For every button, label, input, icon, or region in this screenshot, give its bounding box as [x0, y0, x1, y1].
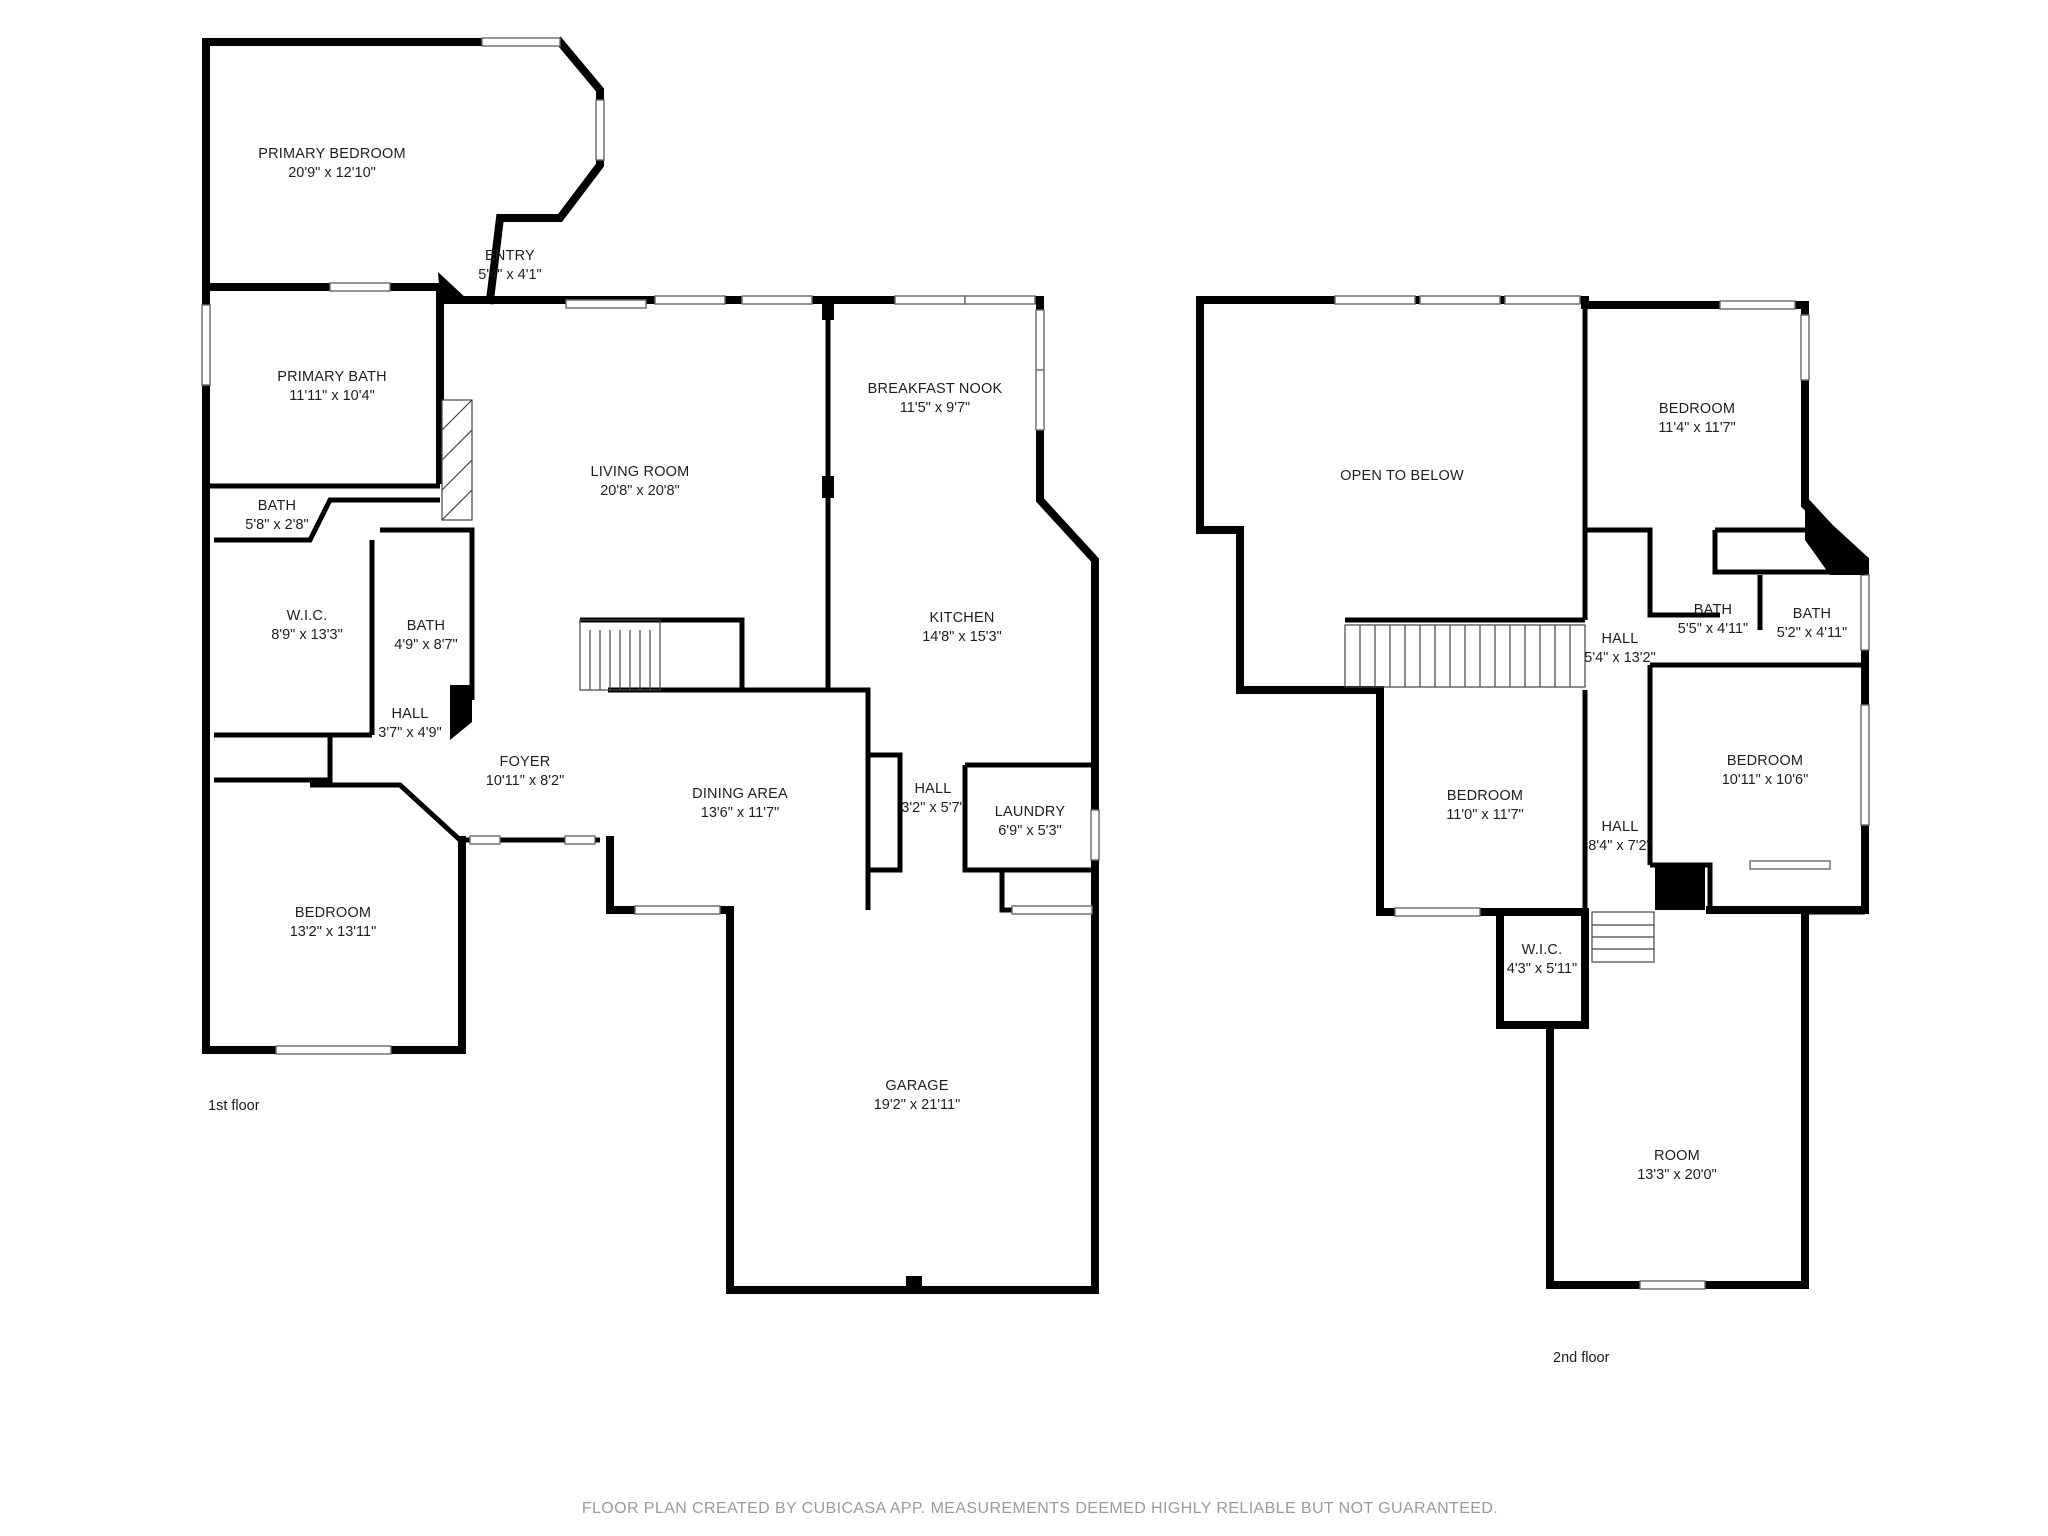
room-dims-bedroom: 13'2" x 13'11"	[290, 924, 377, 940]
room-name-open-to-below: OPEN TO BELOW	[1340, 468, 1464, 484]
room-name-bath: BATH	[407, 618, 445, 634]
first-floor-stairs	[579, 619, 661, 691]
room-dims-bath-b: 5'2" x 4'11"	[1777, 625, 1847, 641]
room-name-living-room: LIVING ROOM	[591, 464, 690, 480]
room-name-laundry: LAUNDRY	[995, 804, 1066, 820]
room-dims-primary-bath: 11'11" x 10'4"	[289, 388, 374, 404]
second-floor-posts	[1655, 495, 1865, 910]
first-floor-windows	[201, 37, 1100, 1055]
room-dims-bath: 4'9" x 8'7"	[394, 637, 457, 653]
room-name-hall-b: HALL	[914, 781, 951, 797]
first-floor-posts	[438, 272, 922, 1290]
room-name-dining-area: DINING AREA	[692, 786, 788, 802]
room-name-hall-b: HALL	[1601, 819, 1638, 835]
room-dims-room: 13'3" x 20'0"	[1637, 1167, 1717, 1183]
room-dims-wic: 8'9" x 13'3"	[271, 627, 342, 643]
room-dims-kitchen: 14'8" x 15'3"	[922, 629, 1002, 645]
fireplace	[441, 399, 473, 521]
room-dims-bedroom-b: 11'0" x 11'7"	[1446, 807, 1523, 823]
room-name-bedroom-b: BEDROOM	[1447, 788, 1523, 804]
room-dims-bedroom-a: 11'4" x 11'7"	[1658, 420, 1735, 436]
room-dims-entry: 5'4" x 4'1"	[478, 267, 541, 283]
room-dims-hall-b: 8'4" x 7'2"	[1588, 838, 1651, 854]
room-name-kitchen: KITCHEN	[929, 610, 994, 626]
disclaimer-footer: FLOOR PLAN CREATED BY CUBICASA APP. MEAS…	[582, 1500, 1498, 1517]
room-name-bath-b: BATH	[1793, 606, 1831, 622]
room-name-breakfast-nook: BREAKFAST NOOK	[868, 381, 1003, 397]
room-dims-wic: 4'3" x 5'11"	[1507, 961, 1577, 977]
room-dims-breakfast-nook: 11'5" x 9'7"	[900, 400, 970, 416]
second-floor-walls	[1196, 296, 1869, 1289]
room-name-bath-small: BATH	[258, 498, 296, 514]
room-name-primary-bath: PRIMARY BATH	[277, 369, 387, 385]
room-name-bath-a: BATH	[1694, 602, 1732, 618]
room-name-hall-a: HALL	[1601, 631, 1638, 647]
room-dims-primary-bedroom: 20'9" x 12'10"	[288, 165, 376, 181]
first-floor-labels: PRIMARY BEDROOM 20'9" x 12'10" ENTRY 5'4…	[208, 146, 1065, 1114]
room-dims-bath-small: 5'8" x 2'8"	[245, 517, 308, 533]
room-name-foyer: FOYER	[500, 754, 551, 770]
room-dims-foyer: 10'11" x 8'2"	[486, 773, 564, 789]
room-name-primary-bedroom: PRIMARY BEDROOM	[258, 146, 406, 162]
room-dims-hall-a: 5'4" x 13'2"	[1584, 650, 1655, 666]
room-dims-hall-a: 3'7" x 4'9"	[378, 725, 441, 741]
room-dims-laundry: 6'9" x 5'3"	[998, 823, 1061, 839]
room-name-wic: W.I.C.	[1522, 942, 1563, 958]
room-name-wic: W.I.C.	[287, 608, 328, 624]
room-name-entry: ENTRY	[485, 248, 535, 264]
room-dims-living-room: 20'8" x 20'8"	[600, 483, 680, 499]
room-name-garage: GARAGE	[885, 1078, 948, 1094]
room-dims-dining-area: 13'6" x 11'7"	[701, 805, 779, 821]
room-dims-bedroom-c: 10'11" x 10'6"	[1722, 772, 1809, 788]
second-floor-stairs	[1344, 624, 1655, 963]
second-floor-labels: OPEN TO BELOW BEDROOM 11'4" x 11'7" BATH…	[1340, 401, 1847, 1366]
floor-label-second: 2nd floor	[1553, 1350, 1610, 1366]
room-name-bedroom: BEDROOM	[295, 905, 371, 921]
first-floor: PRIMARY BEDROOM 20'9" x 12'10" ENTRY 5'4…	[201, 36, 1100, 1294]
room-dims-garage: 19'2" x 21'11"	[874, 1097, 961, 1113]
room-name-bedroom-c: BEDROOM	[1727, 753, 1803, 769]
room-dims-bath-a: 5'5" x 4'11"	[1678, 621, 1748, 637]
room-dims-hall-b: 3'2" x 5'7"	[901, 800, 964, 816]
second-floor: OPEN TO BELOW BEDROOM 11'4" x 11'7" BATH…	[1196, 295, 1870, 1366]
second-floor-windows	[1334, 295, 1870, 1290]
room-name-bedroom-a: BEDROOM	[1659, 401, 1735, 417]
floor-label-first: 1st floor	[208, 1098, 260, 1114]
room-name-hall-a: HALL	[391, 706, 428, 722]
room-name-room: ROOM	[1654, 1148, 1700, 1164]
